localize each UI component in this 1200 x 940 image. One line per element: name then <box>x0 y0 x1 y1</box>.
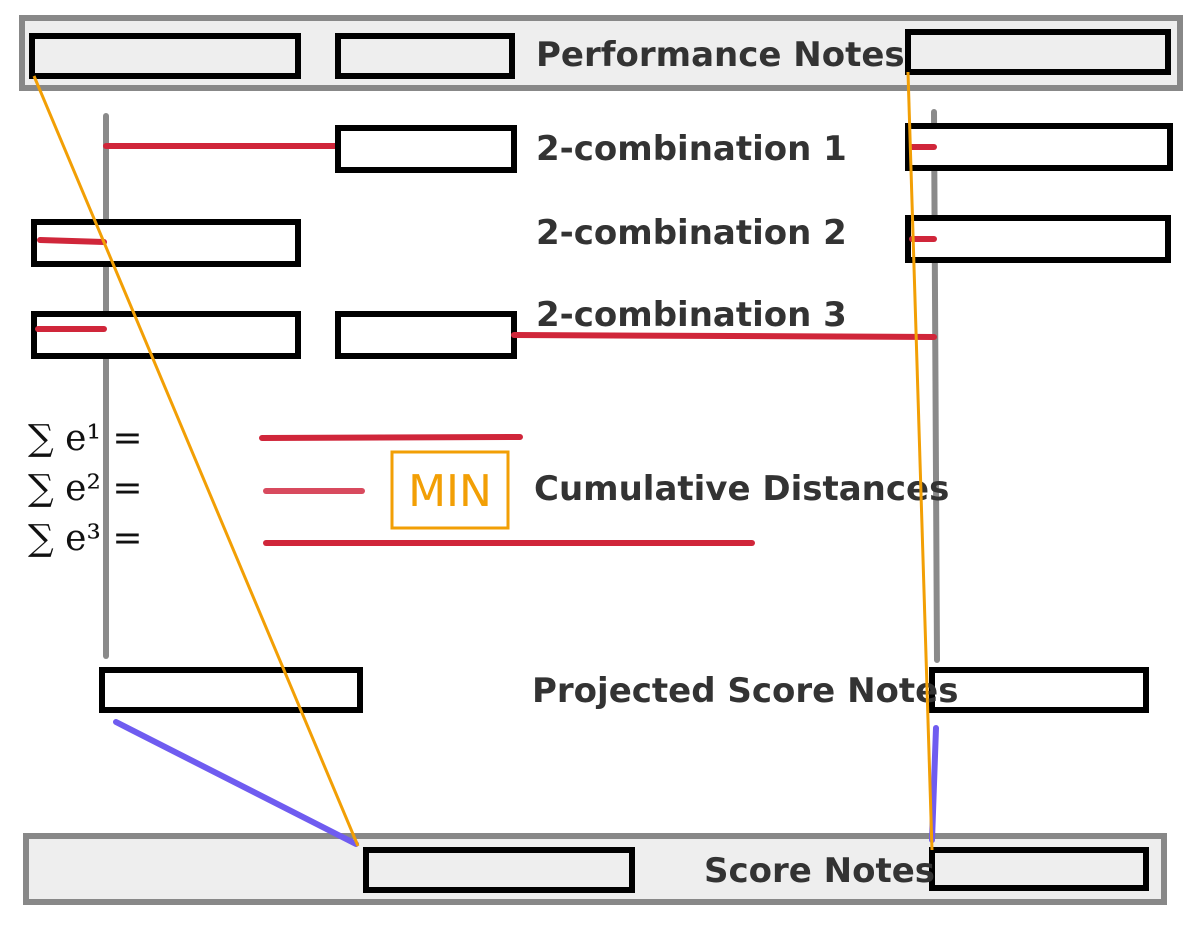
combo-3-label: 2-combination 3 <box>536 295 847 335</box>
performance-notes-label: Performance Notes <box>536 35 905 75</box>
cumulative-distance-1 <box>259 434 523 441</box>
score-notes-label: Score Notes <box>704 851 935 891</box>
sum-e2: ∑ e² = <box>28 468 143 509</box>
combo-1-note-b <box>905 123 1173 171</box>
combo-3-note-a <box>31 311 301 359</box>
projected-note-2 <box>929 667 1149 713</box>
combo-2-note-b <box>905 215 1171 263</box>
cumulative-distances-label: Cumulative Distances <box>534 469 949 509</box>
mapping-line-1 <box>32 75 360 847</box>
combo-1-note-a <box>335 125 517 173</box>
score-note-2 <box>929 847 1149 891</box>
performance-note-1 <box>29 33 301 79</box>
right-axis <box>931 109 940 663</box>
combo-1-label: 2-combination 1 <box>536 129 847 169</box>
projection-line-2 <box>929 725 939 843</box>
performance-note-2 <box>335 33 515 79</box>
sum-e3: ∑ e³ = <box>28 518 143 559</box>
projected-note-1 <box>99 667 363 713</box>
min-label: MIN <box>408 466 492 517</box>
mapping-line-2 <box>906 71 934 851</box>
combo-2-label: 2-combination 2 <box>536 213 847 253</box>
min-box <box>390 450 510 530</box>
performance-note-3 <box>905 29 1171 75</box>
combo-3-note-b <box>335 311 517 359</box>
distance-line-combo-3 <box>511 332 937 340</box>
sum-e1: ∑ e¹ = <box>28 418 143 459</box>
projected-score-notes-label: Projected Score Notes <box>532 671 958 711</box>
projection-line-1 <box>113 719 359 847</box>
score-note-1 <box>363 847 635 893</box>
distance-tick-combo-2a <box>37 237 107 245</box>
